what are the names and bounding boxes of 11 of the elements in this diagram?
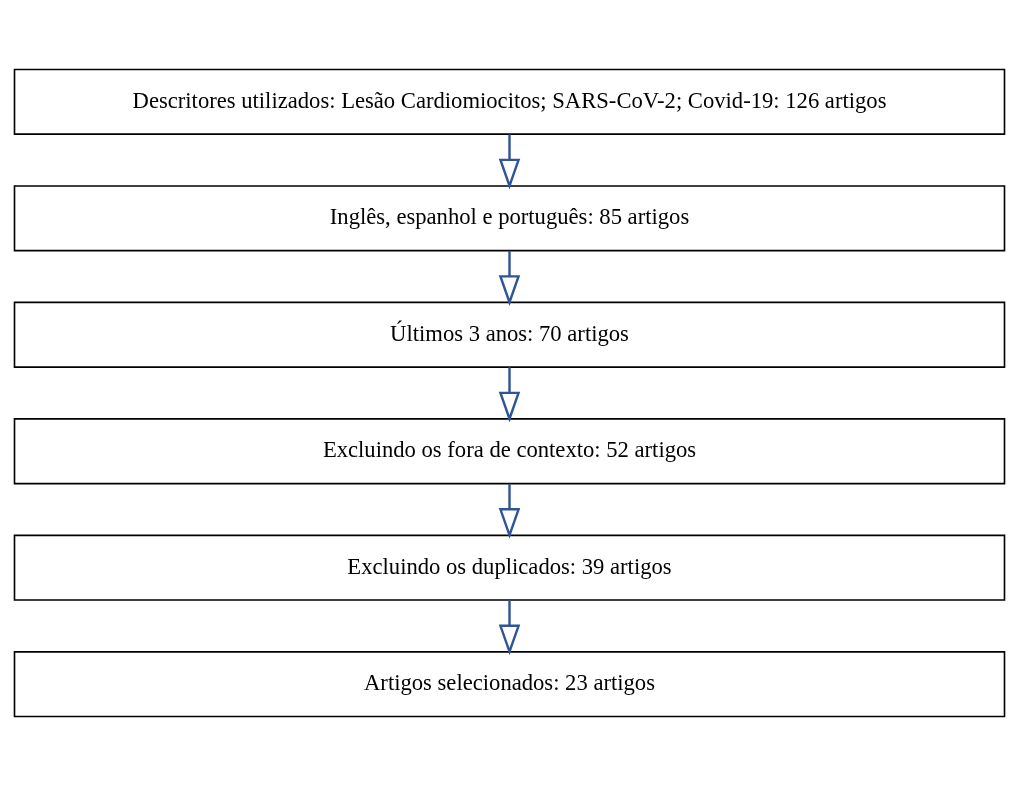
node-box: Excluindo os fora de contexto: 52 artigos (13, 417, 1006, 484)
node-box: Últimos 3 anos: 70 artigos (13, 301, 1006, 368)
node-box: Excluindo os duplicados: 39 artigos (13, 534, 1006, 601)
node-box: Artigos selecionados: 23 artigos (13, 650, 1006, 717)
arrow (498, 483, 521, 539)
node-box: Inglês, espanhol e português: 85 artigos (13, 184, 1006, 251)
arrow (498, 366, 521, 422)
arrow (498, 599, 521, 655)
arrow (498, 250, 521, 306)
node-box: Descritores utilizados: Lesão Cardiomiocitos; SARS-CoV-2; Covid-19: 126 artigos (13, 68, 1006, 135)
arrow (498, 133, 521, 189)
